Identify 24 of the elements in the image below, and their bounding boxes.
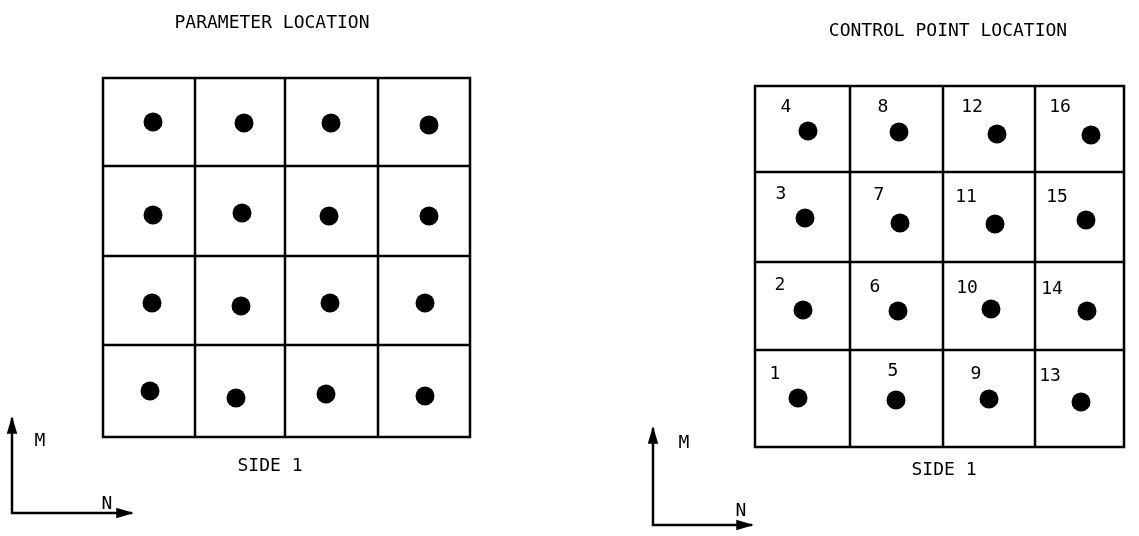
axis-label: N [735, 501, 747, 519]
control-point-number: 4 [780, 97, 792, 115]
axis-label: M [678, 433, 690, 451]
control-point-number: 3 [775, 184, 787, 202]
control-point-number: 11 [955, 187, 977, 205]
control-point-number: 14 [1041, 279, 1063, 297]
control-point-number: 7 [873, 185, 885, 203]
side-label: SIDE 1 [237, 456, 303, 474]
control-point-number: 16 [1049, 97, 1071, 115]
control-point-number: 10 [956, 278, 978, 296]
control-point-number: 13 [1039, 366, 1061, 384]
panel-title: PARAMETER LOCATION [174, 13, 370, 31]
side-label: SIDE 1 [911, 460, 977, 478]
control-point-number: 9 [970, 364, 982, 382]
control-point-number: 8 [877, 97, 889, 115]
control-point-number: 12 [961, 97, 983, 115]
axis-label: N [101, 494, 113, 512]
control-point-number: 6 [869, 277, 881, 295]
control-point-number: 15 [1046, 187, 1068, 205]
control-point-number: 5 [887, 361, 899, 379]
control-point-number: 1 [769, 364, 781, 382]
axis-label: M [34, 431, 46, 449]
control-point-number: 2 [774, 275, 786, 293]
panel-title: CONTROL POINT LOCATION [828, 21, 1068, 39]
